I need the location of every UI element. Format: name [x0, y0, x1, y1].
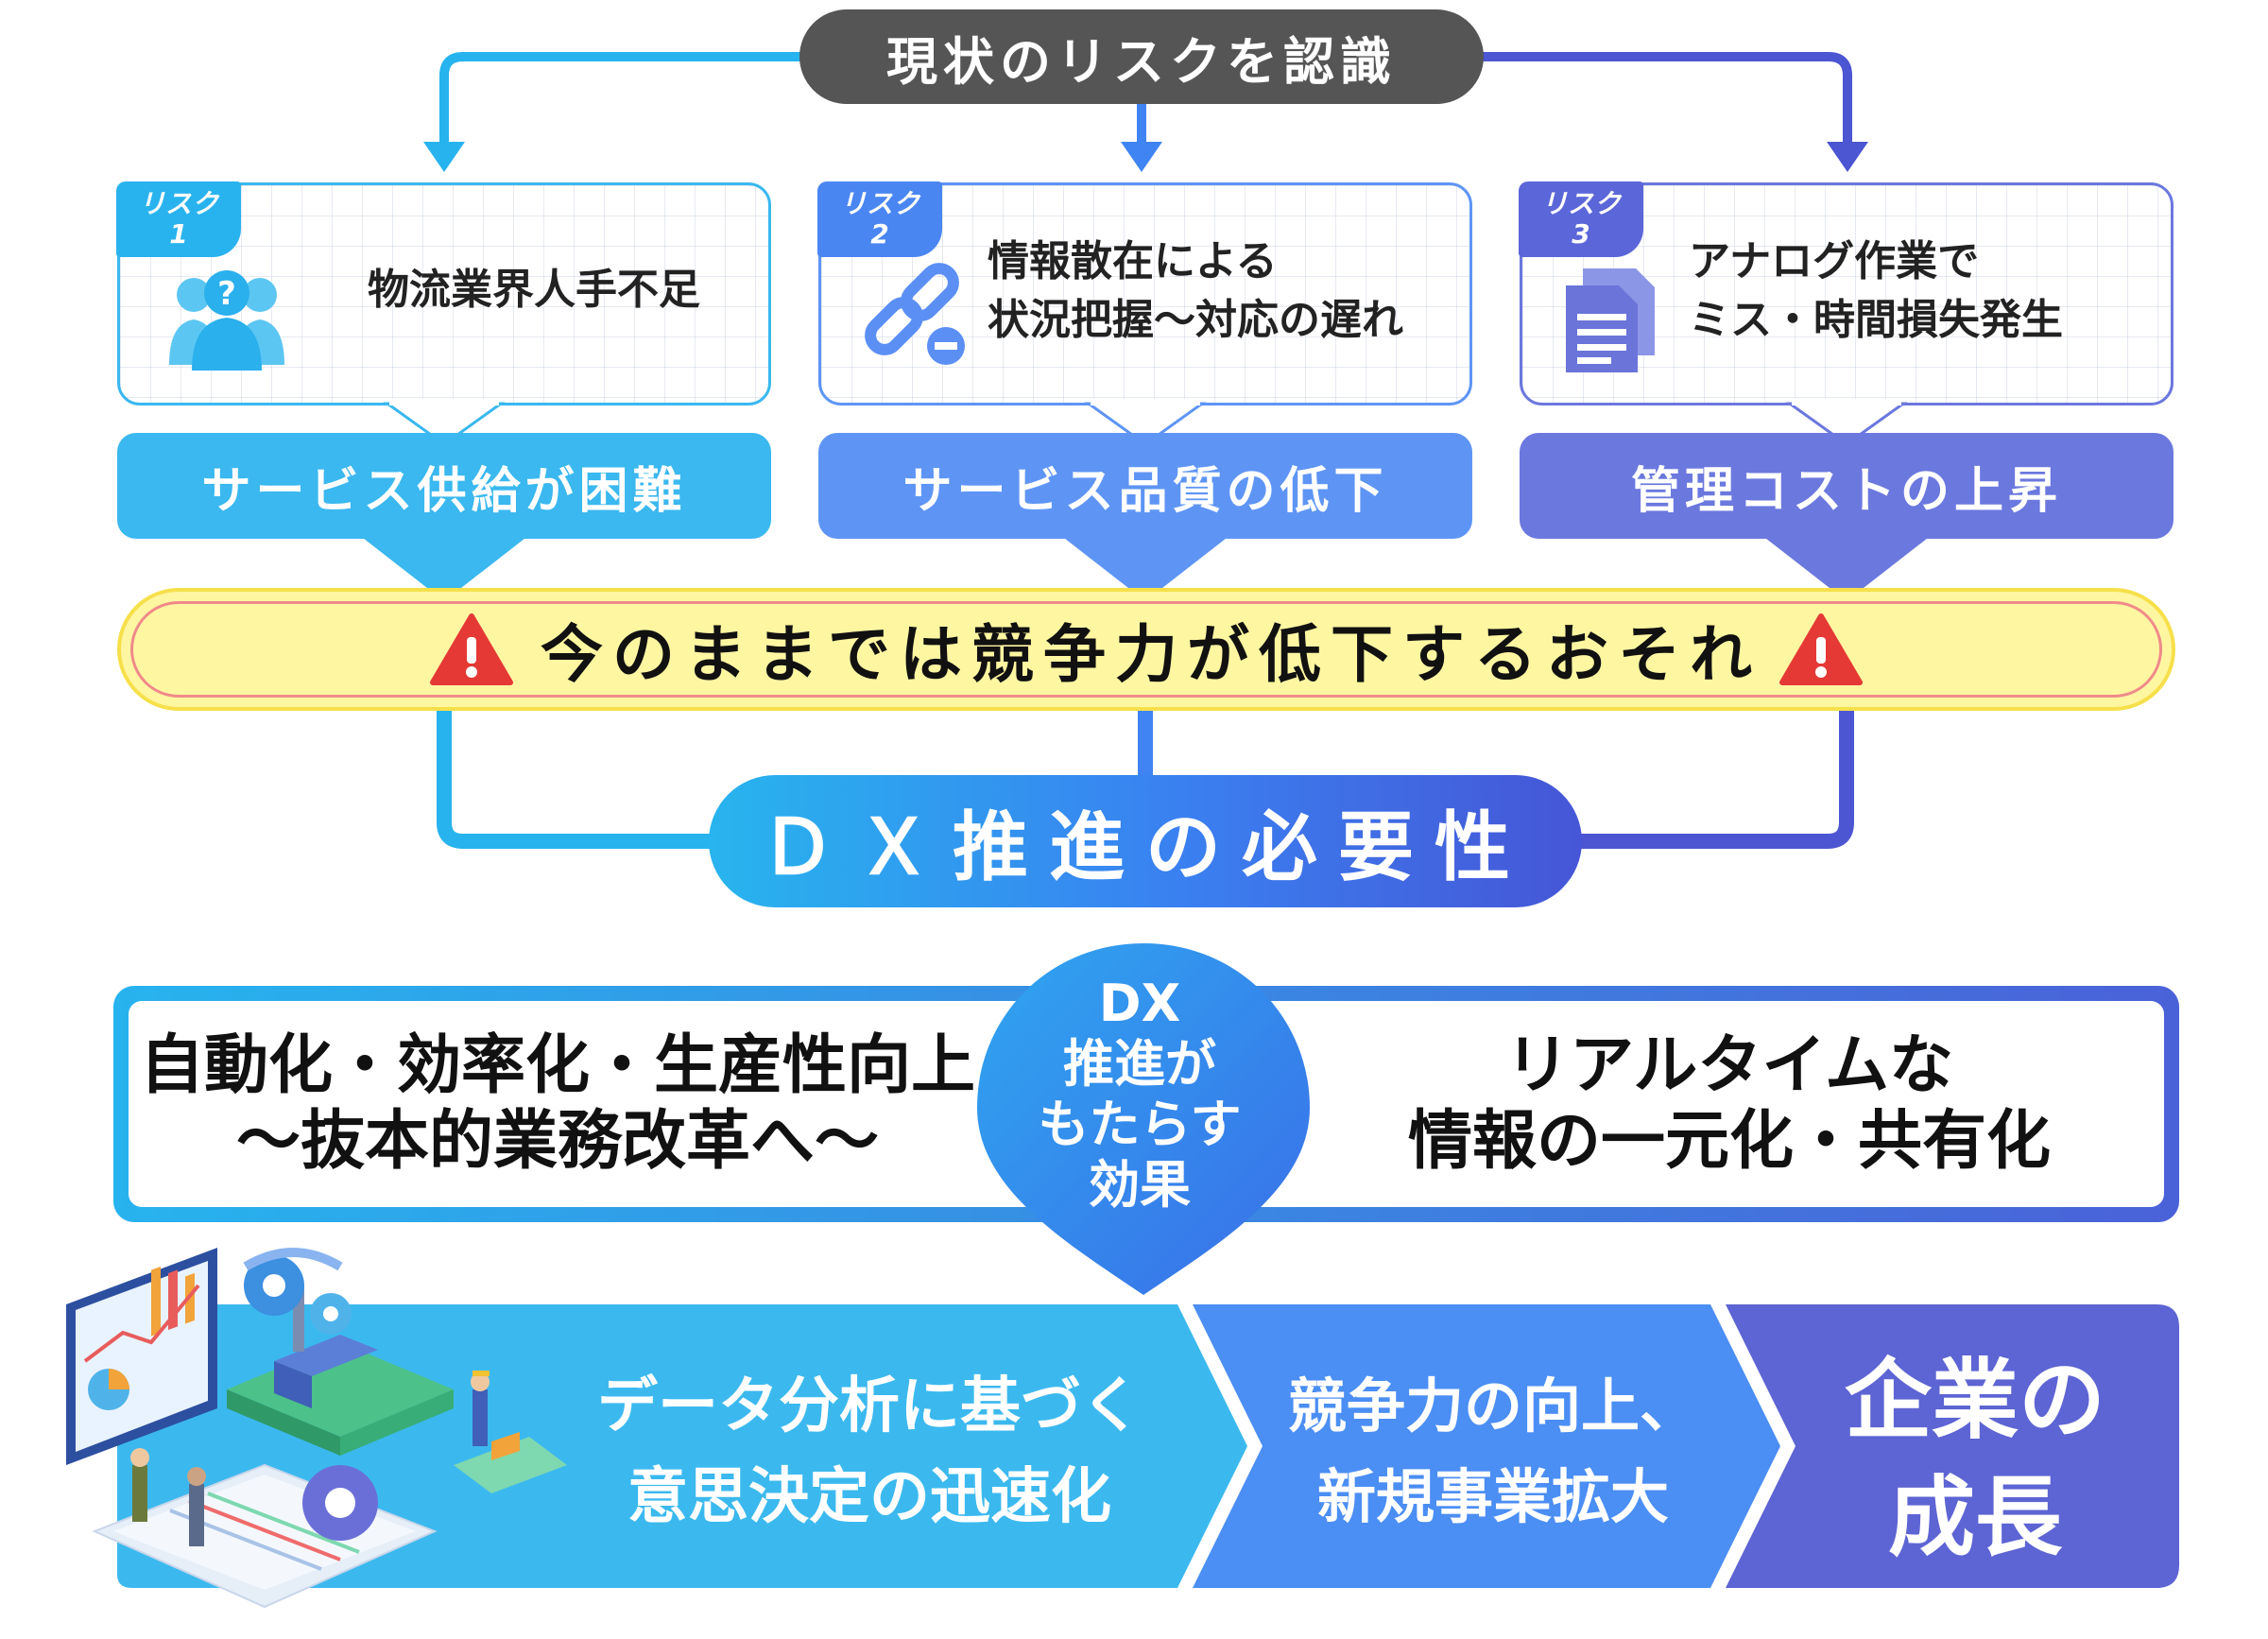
- outcome-chevron-2: [1193, 1304, 1780, 1588]
- warning-content: 今のままでは競争力が低下するおそれ: [121, 592, 2172, 707]
- dx-connector-left: [437, 711, 718, 849]
- risk-tag-3: リスク 3: [1519, 181, 1643, 257]
- risk-tag-1: リスク 1: [116, 181, 241, 257]
- label-pointer-1: [359, 535, 529, 601]
- risk-text-line: 情報散在による: [988, 237, 1278, 285]
- outcome-text-3: 企業の 成長: [1796, 1342, 2155, 1577]
- current-risk-pill: 現状のリスクを認識: [799, 9, 1484, 104]
- risk-card-2: リスク 2 情報散在による 状況把握〜対応の遅れ: [817, 181, 1472, 405]
- risk-text-line: ミス・時間損失発生: [1689, 296, 2063, 344]
- risk-card-3: リスク 3 アナログ作業で ミス・時間損失発生: [1519, 181, 2174, 405]
- result-label-2: サービス品質の低下: [818, 433, 1472, 539]
- effects-center-text: DX 推進が もたらす 効果: [1007, 974, 1272, 1216]
- effects-center-line: DX: [1098, 974, 1181, 1033]
- outcome-line: 意思決定の迅速化: [627, 1462, 1111, 1532]
- risk-text-line: アナログ作業で: [1689, 237, 1980, 285]
- arrow-right: [1827, 142, 1868, 172]
- dx-connectors: [437, 711, 1854, 849]
- business-analytics-illustration: [66, 1248, 567, 1609]
- risk-tag-number: 3: [1572, 218, 1590, 250]
- risk-tag-label: リスク: [839, 188, 919, 219]
- risk-card-1: リスク 1 ? 物流業界人手不足: [116, 181, 771, 405]
- effects-center-line: 効果: [1089, 1155, 1191, 1215]
- effect-right-line: リアルタイムな: [1505, 1028, 1953, 1103]
- svg-text:?: ?: [217, 275, 236, 313]
- risk-text-1: 物流業界人手不足: [368, 261, 700, 319]
- effects-center-line: もたらす: [1038, 1095, 1242, 1154]
- risk-text-line: 物流業界人手不足: [368, 266, 700, 314]
- outcome-text-2: 競争力の向上、 新規事業拡大: [1257, 1361, 1729, 1543]
- outcome-line: 新規事業拡大: [1316, 1462, 1669, 1531]
- connector-right: [1480, 52, 1852, 151]
- broken-link-icon: [865, 263, 965, 365]
- connector-left: [439, 52, 803, 151]
- outcome-line: 競争力の向上、: [1287, 1372, 1698, 1441]
- outcome-line: 企業の: [1844, 1350, 2105, 1451]
- arrow-center: [1121, 142, 1162, 172]
- effect-left-line: 〜抜本的業務改革へ〜: [235, 1104, 879, 1179]
- effects-center-line: 推進が: [1063, 1034, 1216, 1094]
- result-label-1: サービス供給が困難: [117, 433, 771, 539]
- risk-tag-number: 1: [169, 218, 188, 250]
- effects-center-badge: [977, 943, 1310, 1295]
- warning-text: 今のままでは競争力が低下するおそれ: [541, 618, 1761, 691]
- risk-text-2: 情報散在による 状況把握〜対応の遅れ: [988, 233, 1403, 350]
- risk-tag-label: リスク: [138, 188, 218, 219]
- arrow-left: [423, 142, 465, 172]
- dx-connector-right: [1572, 711, 1854, 849]
- warning-banner-inner: [130, 601, 2162, 698]
- effect-right: リアルタイムな 情報の一元化・共有化: [1304, 1028, 2155, 1180]
- documents-icon: [1566, 268, 1655, 372]
- dx-necessity-pill: ＤＸ推進の必要性: [709, 775, 1582, 907]
- result-label-3: 管理コストの上昇: [1520, 433, 2174, 539]
- label-pointer-2: [1060, 535, 1230, 601]
- outcome-text-1: データ分析に基づく 意思決定の迅速化: [567, 1361, 1172, 1543]
- outcome-line: データ分析に基づく: [597, 1372, 1142, 1441]
- effect-right-line: 情報の一元化・共有化: [1407, 1104, 2051, 1179]
- outcome-chevron-3: [1726, 1304, 2179, 1588]
- risk-text-line: 状況把握〜対応の遅れ: [988, 296, 1403, 344]
- risk-tag-label: リスク: [1540, 188, 1621, 219]
- effect-left-line: 自動化・効率化・生産性向上: [139, 1028, 975, 1103]
- card-pointers: [359, 399, 1932, 601]
- label-pointer-3: [1761, 535, 1932, 601]
- outcome-line: 成長: [1887, 1467, 2062, 1568]
- people-question-icon: ?: [169, 270, 284, 371]
- warning-icon: [430, 613, 513, 685]
- warning-banner: 今のままでは競争力が低下するおそれ: [117, 588, 2175, 711]
- top-connectors: [423, 52, 1868, 172]
- risk-tag-number: 2: [870, 218, 889, 250]
- warning-icon: [1779, 613, 1863, 685]
- risk-tag-2: リスク 2: [817, 181, 942, 257]
- effect-left: 自動化・効率化・生産性向上 〜抜本的業務改革へ〜: [132, 1028, 983, 1180]
- risk-text-3: アナログ作業で ミス・時間損失発生: [1689, 233, 2063, 350]
